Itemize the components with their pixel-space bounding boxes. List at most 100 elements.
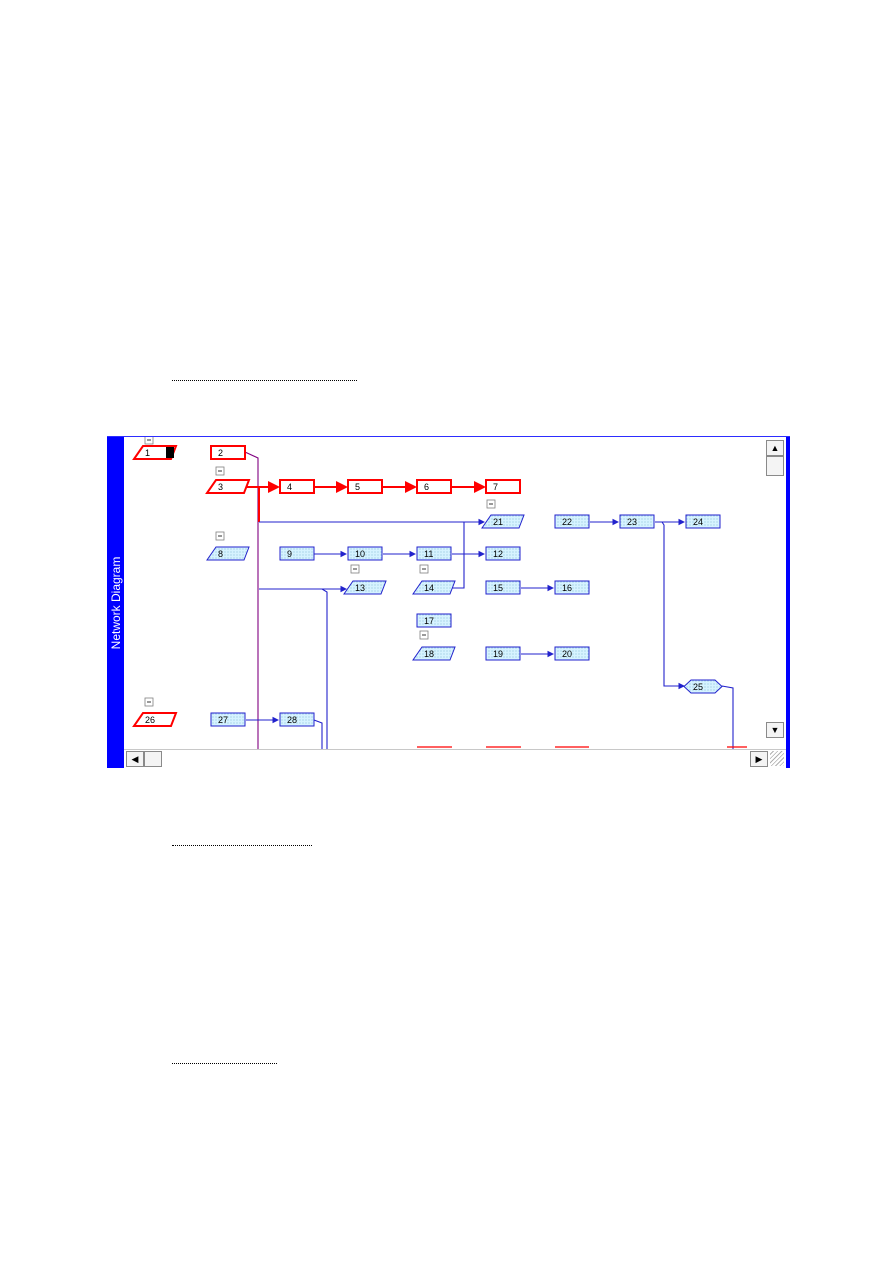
arrow-right-icon[interactable]: ▶ [750, 751, 768, 767]
task-id: 12 [493, 549, 503, 559]
task-shape [485, 580, 521, 595]
summary-link [244, 451, 259, 768]
task-shape [416, 479, 452, 494]
horizontal-scrollbar[interactable]: ◀ ▶ [124, 749, 786, 768]
task-node[interactable]: 20 [554, 646, 590, 661]
task-shape [412, 646, 456, 661]
task-node[interactable]: 12 [485, 546, 521, 561]
vertical-scrollbar[interactable]: ▲ ▼ [764, 438, 786, 748]
task-shape [210, 445, 246, 460]
dependency-link [452, 522, 465, 589]
task-node[interactable]: 21 [481, 514, 525, 529]
task-shape [416, 613, 452, 628]
dependency-link [321, 588, 328, 768]
task-shape [206, 546, 250, 561]
collapse-toggle-icon[interactable] [419, 630, 429, 640]
task-shape [205, 479, 251, 494]
task-shape [481, 514, 525, 529]
task-node[interactable]: 3 [205, 479, 251, 494]
task-node[interactable]: 24 [685, 514, 721, 529]
dotted-separator [172, 380, 357, 381]
task-shape [485, 646, 521, 661]
task-node[interactable]: 16 [554, 580, 590, 595]
task-id: 27 [218, 715, 228, 725]
task-node[interactable]: 9 [279, 546, 315, 561]
task-id: 13 [355, 583, 365, 593]
task-shape [412, 580, 456, 595]
task-node[interactable]: 17 [416, 613, 452, 628]
task-node[interactable]: 15 [485, 580, 521, 595]
scroll-thumb[interactable] [766, 456, 784, 476]
task-node[interactable]: 19 [485, 646, 521, 661]
collapse-toggle-icon[interactable] [419, 564, 429, 574]
task-id: 7 [493, 482, 498, 492]
scroll-track [124, 749, 786, 750]
task-shape [132, 445, 178, 460]
task-id: 15 [493, 583, 503, 593]
task-shape [485, 546, 521, 561]
arrow-left-icon[interactable]: ◀ [126, 751, 144, 767]
task-node[interactable]: 23 [619, 514, 655, 529]
task-node[interactable]: 6 [416, 479, 452, 494]
collapse-toggle-icon[interactable] [486, 499, 496, 509]
task-id: 11 [424, 549, 433, 559]
task-node[interactable]: 18 [412, 646, 456, 661]
task-id: 18 [424, 649, 434, 659]
task-node[interactable]: 28 [279, 712, 315, 727]
task-shape [279, 546, 315, 561]
collapse-toggle-icon[interactable] [215, 531, 225, 541]
task-id: 17 [424, 616, 434, 626]
task-id: 19 [493, 649, 503, 659]
task-id: 23 [627, 517, 637, 527]
task-id: 4 [287, 482, 292, 492]
task-node[interactable]: 8 [206, 546, 250, 561]
task-id: 1 [145, 448, 150, 458]
dotted-separator [172, 1063, 277, 1064]
task-id: 26 [145, 715, 155, 725]
task-id: 5 [355, 482, 360, 492]
task-node[interactable]: 25 [683, 679, 723, 694]
task-id: 14 [424, 583, 434, 593]
scroll-thumb[interactable] [144, 751, 162, 767]
task-shape [416, 546, 452, 561]
task-node[interactable]: 13 [343, 580, 387, 595]
task-shape [347, 479, 383, 494]
task-id: 24 [693, 517, 703, 527]
arrow-up-icon[interactable]: ▲ [766, 440, 784, 456]
task-node[interactable]: 7 [485, 479, 521, 494]
collapse-toggle-icon[interactable] [215, 466, 225, 476]
dependency-link [721, 685, 734, 768]
view-bar[interactable]: Network Diagram [107, 437, 124, 768]
task-id: 10 [355, 549, 365, 559]
task-node[interactable]: 11 [416, 546, 452, 561]
collapse-toggle-icon[interactable] [350, 564, 360, 574]
task-node[interactable]: 1 [132, 445, 178, 460]
task-node[interactable]: 5 [347, 479, 383, 494]
task-shape [554, 580, 590, 595]
task-node[interactable]: 10 [347, 546, 383, 561]
task-id: 25 [693, 682, 703, 692]
task-id: 20 [562, 649, 572, 659]
resize-grip-icon[interactable] [770, 751, 784, 766]
task-shape [132, 712, 178, 727]
arrow-down-icon[interactable]: ▼ [766, 722, 784, 738]
task-shape [554, 514, 590, 529]
task-node[interactable]: 2 [210, 445, 246, 460]
task-shape [210, 712, 246, 727]
collapse-toggle-icon[interactable] [144, 437, 154, 445]
window-border [786, 437, 790, 768]
task-shape [279, 712, 315, 727]
task-shape [485, 479, 521, 494]
task-node[interactable]: 27 [210, 712, 246, 727]
milestone-marker [166, 447, 174, 458]
collapse-toggle-icon[interactable] [144, 697, 154, 707]
dotted-separator [172, 845, 312, 846]
task-shape [347, 546, 383, 561]
task-node[interactable]: 4 [279, 479, 315, 494]
task-node[interactable]: 22 [554, 514, 590, 529]
task-node[interactable]: 14 [412, 580, 456, 595]
task-node[interactable]: 26 [132, 712, 178, 727]
task-id: 22 [562, 517, 572, 527]
